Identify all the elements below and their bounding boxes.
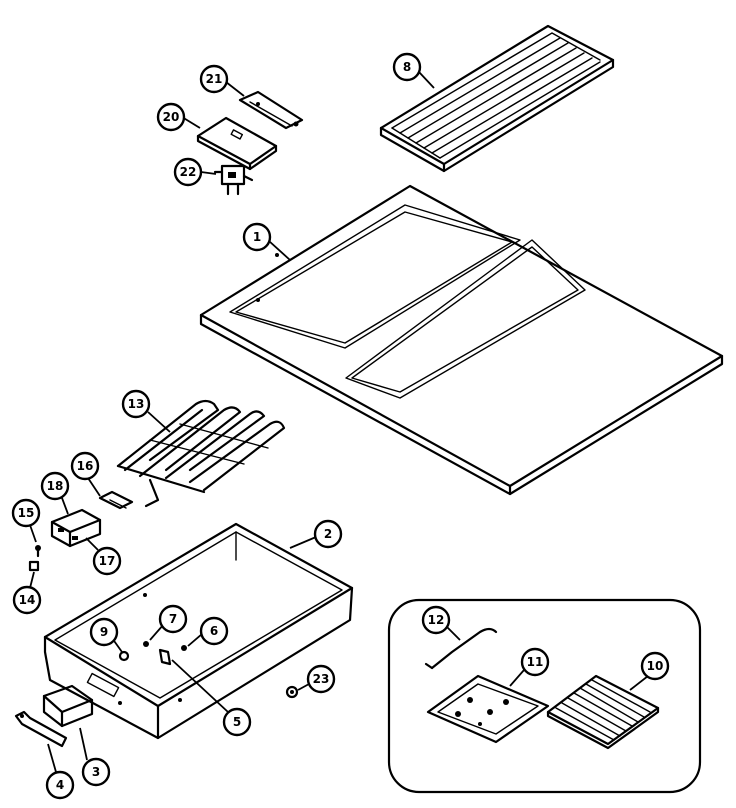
part-4-bracket [14,710,68,748]
callout-2-label: 2 [324,527,332,541]
part-15-screw [35,545,41,558]
part-21-bracket [238,90,304,130]
callout-21-label: 21 [206,72,223,86]
callout-5-label: 5 [233,715,241,729]
part-9-nut [118,650,130,662]
callout-9: 9 [89,617,119,647]
callout-15: 15 [11,498,41,528]
callout-14: 14 [12,585,42,615]
callout-11: 11 [520,647,550,677]
part-8-grille [379,24,615,173]
part-5-clip [158,648,172,666]
callout-23-label: 23 [313,672,330,686]
callout-5: 5 [222,707,252,737]
part-2-tray [43,522,354,740]
part-13-element [116,399,286,508]
callout-1-label: 1 [253,230,261,244]
callout-17-label: 17 [99,554,116,568]
callout-16: 16 [70,451,100,481]
callout-20-label: 20 [163,110,180,124]
callout-23: 23 [306,664,336,694]
inset-box [387,598,702,794]
callout-16-label: 16 [77,459,94,473]
callout-22: 22 [173,157,203,187]
callout-9-label: 9 [100,625,108,639]
part-1-cooktop [199,184,724,496]
callout-7: 7 [158,604,188,634]
part-3-block [42,684,94,728]
callout-3-label: 3 [92,765,100,779]
callout-14-label: 14 [19,593,36,607]
callout-15-label: 15 [18,506,35,520]
callout-8: 8 [392,52,422,82]
callout-10-label: 10 [647,659,664,673]
part-7-screw [143,641,149,647]
part-6-screw [181,645,187,651]
part-14-clip [28,560,40,572]
callout-18-label: 18 [47,479,64,493]
callout-6: 6 [199,616,229,646]
callout-13-label: 13 [128,397,145,411]
callout-22-label: 22 [180,165,197,179]
callout-10: 10 [640,651,670,681]
callout-12-label: 12 [428,613,445,627]
callout-1: 1 [242,222,272,252]
callout-3: 3 [81,757,111,787]
callout-12: 12 [421,605,451,635]
callout-2: 2 [313,519,343,549]
part-18-terminal-block [50,508,102,548]
leader-lines [29,71,649,773]
part-16-terminal-bracket [98,490,134,510]
callout-6-label: 6 [210,624,218,638]
callout-18: 18 [40,471,70,501]
callout-4-label: 4 [56,778,64,792]
part-11-plate [426,674,550,744]
callout-8-label: 8 [403,60,411,74]
part-10-grid [546,674,660,750]
callout-11-label: 11 [527,655,544,669]
part-23-nut [285,685,299,699]
callout-17: 17 [92,546,122,576]
callout-4: 4 [45,770,75,800]
part-12-rod [424,627,498,670]
callout-13: 13 [121,389,151,419]
callout-7-label: 7 [169,612,177,626]
callout-21: 21 [199,64,229,94]
part-22-switch [213,164,254,196]
callout-20: 20 [156,102,186,132]
part-20-cover [196,116,278,171]
